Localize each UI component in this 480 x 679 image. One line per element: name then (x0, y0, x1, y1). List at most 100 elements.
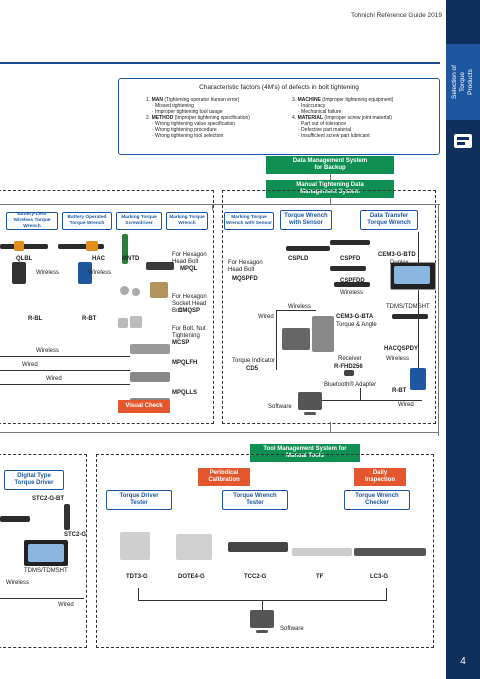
label-receiver: Receiver (338, 356, 362, 362)
factors-col1: 1. MAN (Tightening operator human error)… (146, 97, 250, 139)
link-line (322, 400, 422, 401)
category-wrench-with-sensor[interactable]: Torque Wrench with Sensor (280, 210, 332, 230)
label-duplex: Duplex (390, 260, 409, 266)
label-wired: Wired (398, 402, 414, 408)
label-hac: HAC (92, 256, 105, 262)
label-torque-angle: Torque & Angle (336, 322, 377, 328)
r-bt-receiver-image (410, 368, 426, 390)
connector (212, 204, 213, 210)
digital-torque-driver-box[interactable]: Digital Type Torque Driver (4, 470, 64, 490)
label-wireless: Wireless (36, 348, 60, 354)
cd5-indicator-image (282, 328, 310, 350)
link-line (138, 588, 139, 600)
label-mpqlls: MPQLLS (172, 390, 197, 396)
category-battery-less-wireless[interactable]: Battery-Less Wireless Torque Wrench (6, 212, 58, 230)
tdms-screen (28, 544, 64, 562)
torque-wrench-checker-box[interactable]: Torque Wrench Checker (344, 490, 410, 510)
computer-keyboard (256, 630, 268, 633)
label-torque-indicator: Torque Indicator (232, 358, 276, 364)
label-cspfdd: CSPFDD (340, 278, 365, 284)
label-r-bt: R-BT (392, 388, 407, 394)
mpql-tool-image (146, 262, 174, 270)
category-marking-screwdriver[interactable]: Marking Torque Screwdriver (116, 212, 162, 230)
link-line (262, 600, 263, 610)
label-cd5: CD5 (246, 366, 259, 372)
label-wireless: Wireless (340, 290, 364, 296)
label-wired: Wired (22, 362, 38, 368)
link-line (386, 588, 387, 600)
r-fhd256-receiver-image (312, 316, 334, 352)
label-tf: TF (316, 574, 324, 580)
r-bl-receiver-image (12, 262, 26, 284)
connector (438, 204, 439, 436)
label-mpqlfh: MPQLFH (172, 360, 198, 366)
mpql-desc: For Hexagon Head Bolt (172, 252, 207, 265)
hacqspdy-tool-image (392, 314, 428, 319)
torque-wrench-tester-box[interactable]: Torque Wrench Tester (222, 490, 288, 510)
right-section (222, 190, 436, 424)
label-bluetooth-adapter: Bluetooth® Adapter (324, 382, 377, 388)
category-data-transfer[interactable]: Data Transfer Torque Wrench (360, 210, 418, 230)
mcsp-desc: For Bolt, Nut Tightening (172, 326, 206, 339)
label-dote4-g: DOTE4-G (178, 574, 205, 580)
bottom-left-section (0, 454, 87, 648)
factors-col2: 3. MACHINE (Improper tightening equipmen… (292, 97, 394, 139)
bottom-right-section (96, 454, 434, 648)
hac-tool-grip (86, 241, 98, 251)
label-cmqsp: CMQSP (178, 308, 201, 314)
label-cem3-bta: CEM3-G-BTA (336, 314, 374, 320)
category-battery-operated[interactable]: Battery Operated Torque Wrench (62, 212, 112, 230)
mqspfd-desc: For Hexagon Head Bolt (228, 260, 263, 273)
tdt3-g-image (120, 532, 150, 560)
header-title: Tohnichi Reference Guide 2019 (350, 12, 442, 19)
qlbl-tool-grip (14, 241, 24, 251)
factors-box (118, 78, 440, 155)
tdms-screen (394, 266, 430, 284)
category-marking-wrench[interactable]: Marking Torque Wrench (166, 212, 208, 230)
label-tcc2-g: TCC2-G (244, 574, 267, 580)
label-tdt3-g: TDT3-G (126, 574, 148, 580)
link-line (418, 290, 419, 368)
label-wireless: Wireless (386, 356, 410, 362)
label-stc2-bt: STC2-G-BT (32, 496, 64, 502)
cmqsp-tool-image (150, 282, 168, 298)
r-bt-receiver-image (78, 262, 92, 284)
stc2-bt-tool-image (0, 516, 30, 522)
dote4-g-image (176, 534, 212, 560)
label-wireless: Wireless (6, 580, 30, 586)
stc2-tool-image (64, 504, 70, 530)
label-mpql: MPQL (180, 266, 198, 272)
bolt-icon (118, 318, 128, 328)
computer-keyboard (304, 412, 316, 415)
label-r-bl: R-BL (28, 316, 43, 322)
label-qlbl: QLBL (16, 256, 33, 262)
tcc2-g-image (228, 542, 288, 552)
connector (0, 204, 440, 205)
label-wired: Wired (258, 314, 274, 320)
left-section (0, 190, 214, 424)
label-wired: Wired (46, 376, 62, 382)
category-marking-wrench-sensor[interactable]: Marking Torque Wrench with Sensor (224, 212, 274, 230)
mcsp-tool-image (130, 344, 170, 354)
periodical-calibration-badge: Periodical Calibration (198, 468, 250, 486)
torque-driver-tester-box[interactable]: Torque Driver Tester (106, 490, 172, 510)
page-number: 4 (460, 656, 466, 667)
cmqsp-desc: For Hexagon Socket Head Bolt (172, 294, 207, 314)
bolt-icon (120, 286, 129, 295)
sidebar-active-tab[interactable] (446, 44, 480, 120)
label-software: Software (280, 626, 304, 632)
label-wireless: Wireless (288, 304, 312, 310)
label-hacqspdy: HACQSPDY (384, 346, 419, 352)
bluetooth-adapter-image (344, 370, 354, 376)
lc3-g-image (354, 548, 426, 556)
sidebar-label-text: Selection of Torque Products (451, 65, 474, 99)
label-wireless: Wireless (88, 270, 112, 276)
cem3-bta-tool-image (334, 282, 370, 287)
label-lc3-g: LC3-G (370, 574, 388, 580)
daily-inspection-badge: Daily Inspection (354, 468, 406, 486)
nut-icon (130, 316, 142, 328)
nut-icon (132, 288, 140, 296)
torque-wrench-icon (454, 134, 472, 148)
factors-title: Characteristic factors (4M's) of defects… (199, 84, 359, 91)
label-wireless: Wireless (36, 270, 60, 276)
